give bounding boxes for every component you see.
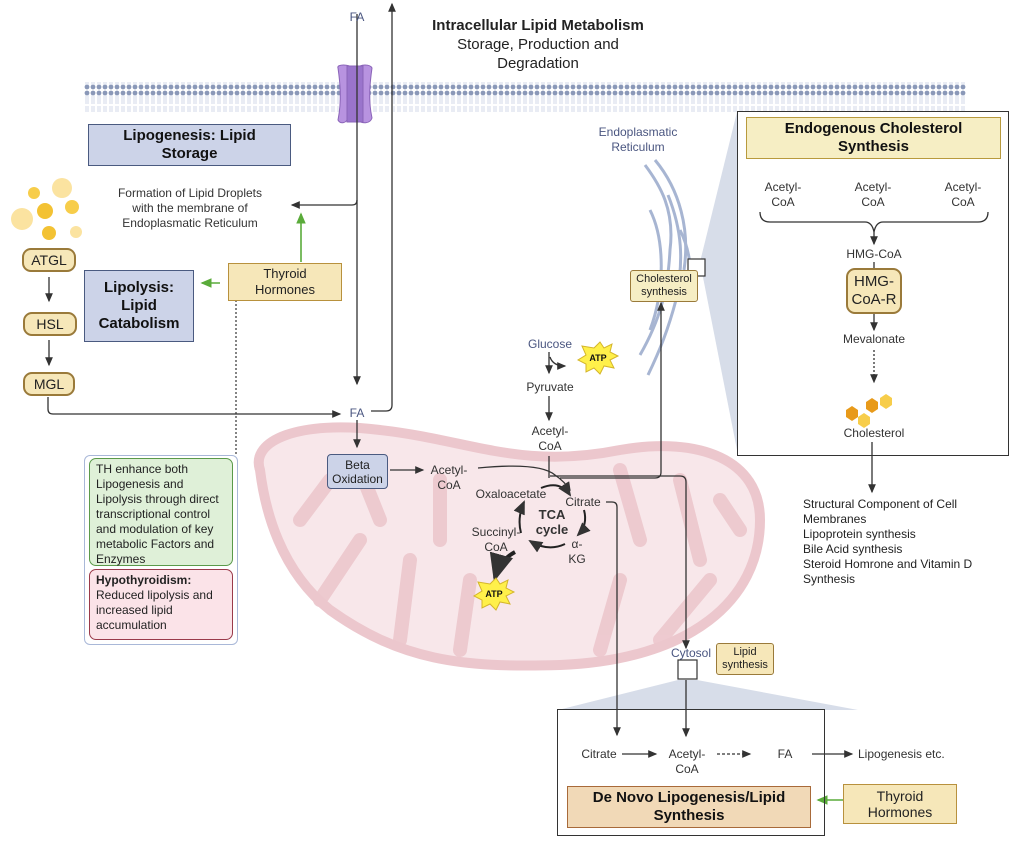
hmg-coa-label: HMG-CoA xyxy=(846,247,902,261)
lipid-droplets-label: Formation of Lipid Droplets with the mem… xyxy=(117,186,263,230)
er-zoom-cone xyxy=(700,112,737,450)
beta-oxidation-box: Beta Oxidation xyxy=(327,454,388,489)
atp-icon-glycolysis: ATP xyxy=(576,341,620,375)
cholesterol-outcomes-list: Structural Component of Cell Membranes L… xyxy=(803,497,1003,587)
citrate-label: Citrate xyxy=(565,495,601,509)
cholesterol-panel-title: Endogenous Cholesterol Synthesis xyxy=(746,117,1001,159)
glucose-label: Glucose xyxy=(527,337,573,351)
succinyl-coa-label: Succinyl- CoA xyxy=(471,525,521,554)
mevalonate-label: Mevalonate xyxy=(842,332,906,346)
pyruvate-label: Pyruvate xyxy=(526,380,574,394)
acetyl-coa-mito-label: Acetyl- CoA xyxy=(430,463,468,492)
dnl-output: Lipogenesis etc. xyxy=(858,747,945,761)
cytosol-zoom-marker xyxy=(677,659,698,680)
hmg-coa-reductase: HMG- CoA-R xyxy=(846,268,902,314)
endoplasmic-reticulum xyxy=(638,159,693,376)
outcome-item: Synthesis xyxy=(803,572,856,586)
thyroid-hormones-top: Thyroid Hormones xyxy=(228,263,342,301)
dnl-acetyl-coa: Acetyl- CoA xyxy=(668,747,706,776)
acetyl-coa-cytosol-label: Acetyl- CoA xyxy=(531,424,569,453)
lipolysis-box: Lipolysis: Lipid Catabolism xyxy=(84,270,194,342)
cholesterol-label: Cholesterol xyxy=(843,426,905,440)
diagram-title: Intracellular Lipid Metabolism Storage, … xyxy=(410,16,666,73)
cholesterol-input-2: Acetyl- CoA xyxy=(854,180,892,209)
lipogenesis-box: Lipogenesis: Lipid Storage xyxy=(88,124,291,166)
alpha-kg-label: α- KG xyxy=(568,537,586,566)
er-label: Endoplasmatic Reticulum xyxy=(598,125,678,154)
dnl-panel-title: De Novo Lipogenesis/Lipid Synthesis xyxy=(567,786,811,828)
oxaloacetate-label: Oxaloacetate xyxy=(475,487,547,501)
de-novo-lipogenesis-panel xyxy=(557,709,825,836)
enzyme-hsl: HSL xyxy=(23,312,77,336)
tca-cycle-label: TCA cycle xyxy=(535,507,569,537)
title-subtitle: Storage, Production and Degradation xyxy=(457,36,619,72)
title-main: Intracellular Lipid Metabolism xyxy=(432,17,644,34)
enzyme-atgl: ATGL xyxy=(22,248,76,272)
cholesterol-input-3: Acetyl- CoA xyxy=(944,180,982,209)
outcome-item: Lipoprotein synthesis xyxy=(803,527,916,541)
svg-text:ATP: ATP xyxy=(589,353,606,363)
cell-membrane xyxy=(84,82,966,112)
th-notes-group xyxy=(84,455,238,645)
outcome-item: Membranes xyxy=(803,512,867,526)
dnl-fa: FA xyxy=(777,747,793,761)
svg-text:ATP: ATP xyxy=(485,589,502,599)
hypothyroidism-title: Hypothyroidism: xyxy=(96,573,192,587)
cholesterol-molecule-icon xyxy=(846,394,892,428)
fa-mid-label: FA xyxy=(349,406,365,420)
thyroid-hormones-bottom: Thyroid Hormones xyxy=(843,784,957,824)
lipid-droplets-icon xyxy=(11,178,82,240)
fa-transporter-icon xyxy=(337,64,373,124)
hypothyroidism-note: Hypothyroidism: Reduced lipolysis and in… xyxy=(89,569,233,640)
cholesterol-synthesis-box: Cholesterol synthesis xyxy=(630,270,698,302)
enzyme-mgl: MGL xyxy=(23,372,75,396)
fa-top-label: FA xyxy=(349,10,365,24)
cholesterol-synthesis-panel xyxy=(737,111,1009,456)
outcome-item: Bile Acid synthesis xyxy=(803,542,903,556)
lipid-synthesis-box: Lipid synthesis xyxy=(716,643,774,675)
atp-icon-tca: ATP xyxy=(472,577,516,611)
outcome-item: Steroid Homrone and Vitamin D xyxy=(803,557,973,571)
hypothyroidism-text: Reduced lipolysis and increased lipid ac… xyxy=(96,588,213,632)
cytosol-label: Cytosol xyxy=(670,646,711,660)
th-effect-note: TH enhance both Lipogenesis and Lipolysi… xyxy=(89,458,233,566)
cytosol-zoom-cone xyxy=(558,680,858,710)
dnl-citrate: Citrate xyxy=(581,747,617,761)
outcome-item: Structural Component of Cell xyxy=(803,497,958,511)
cholesterol-input-1: Acetyl- CoA xyxy=(764,180,802,209)
